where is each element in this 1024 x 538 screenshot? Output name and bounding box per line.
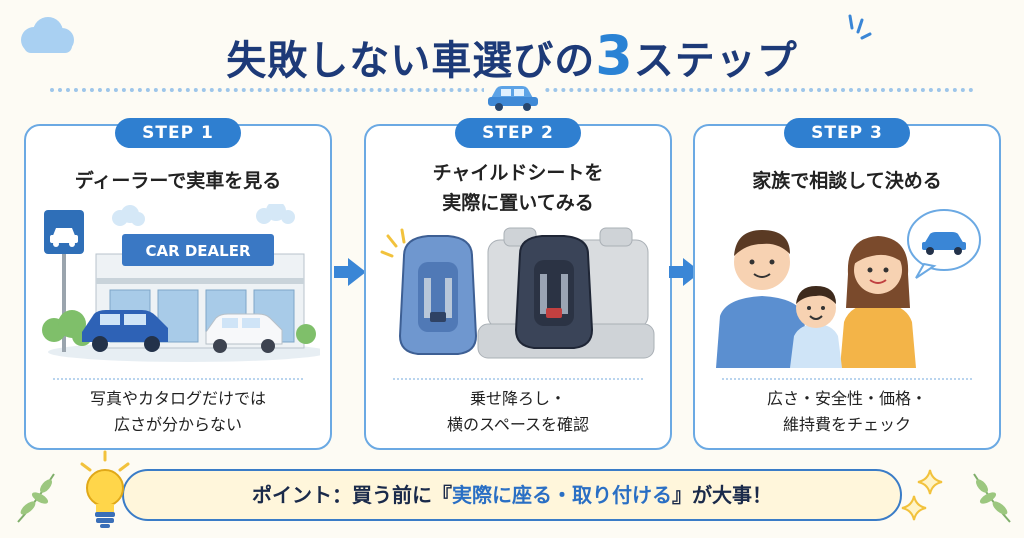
title-number: 3 <box>595 24 634 87</box>
step-2-divider <box>393 378 643 380</box>
car-dealer-illustration: CAR DEALER <box>42 204 320 362</box>
point-banner: ポイント：買う前に『実際に座る・取り付ける』が大事！ <box>122 469 902 521</box>
step-2-heading: チャイルドシートを 実際に置いてみる <box>364 158 672 218</box>
dark-child-seat-icon <box>514 235 594 349</box>
speech-bubble-icon <box>907 209 981 279</box>
dealer-sign: CAR DEALER <box>145 242 251 260</box>
cloud-icon <box>112 204 295 226</box>
step-1-caption-line: 写真やカタログだけでは <box>89 389 266 408</box>
step-2-caption-line: 横のスペースを確認 <box>446 415 590 434</box>
step-1-caption: 写真やカタログだけでは 広さが分からない <box>24 386 332 438</box>
step-2-label: STEP 2 <box>455 118 581 148</box>
point-suffix: 』が大事！ <box>672 483 772 507</box>
car-icon <box>922 232 966 255</box>
step-2-caption: 乗せ降ろし・ 横のスペースを確認 <box>364 386 672 438</box>
step-1-heading: ディーラーで実車を見る <box>74 170 282 192</box>
family-illustration <box>716 209 981 368</box>
sparkle-icon <box>901 469 943 521</box>
sparkle-lines-icon <box>380 228 406 258</box>
father-icon <box>716 230 808 368</box>
title-text: 失敗しない車選びの <box>226 38 596 84</box>
arrow-right-icon <box>334 258 366 286</box>
page-title: 失敗しない車選びの3ステップ <box>0 24 1024 87</box>
title-suffix: ステップ <box>633 38 798 84</box>
step-3-divider <box>722 378 972 380</box>
step-2-caption-line: 乗せ降ろし・ <box>469 389 566 408</box>
car-sign-icon <box>50 228 78 247</box>
step-1-label: STEP 1 <box>115 118 241 148</box>
step-1-caption-line: 広さが分からない <box>113 415 242 434</box>
cloud-icon <box>21 17 74 53</box>
step-3-caption-line: 維持費をチェック <box>782 415 911 434</box>
mother-icon <box>840 236 916 368</box>
blue-car-icon <box>82 310 168 352</box>
step-1-divider <box>53 378 303 380</box>
lightbulb-icon <box>80 450 130 528</box>
step-3-label: STEP 3 <box>784 118 910 148</box>
point-prefix: ポイント：買う前に『 <box>252 483 452 507</box>
child-seat-illustration <box>380 227 655 359</box>
blue-child-seat-icon <box>398 235 478 355</box>
step-3-caption-line: 広さ・安全性・価格・ <box>766 389 927 408</box>
child-icon <box>790 286 842 368</box>
step-2-heading-line: 実際に置いてみる <box>442 192 594 214</box>
point-emphasis: 実際に座る・取り付ける <box>452 483 672 507</box>
car-icon <box>484 80 542 112</box>
leaf-icon <box>17 473 55 523</box>
sparkle-lines-icon <box>848 14 872 40</box>
step-3-caption: 広さ・安全性・価格・ 維持費をチェック <box>693 386 1001 438</box>
leaf-icon <box>973 473 1011 523</box>
step-2-heading-line: チャイルドシートを <box>432 162 604 184</box>
white-car-icon <box>205 313 283 353</box>
step-3-card <box>693 124 1001 450</box>
step-3-heading: 家族で相談して決める <box>752 170 942 192</box>
